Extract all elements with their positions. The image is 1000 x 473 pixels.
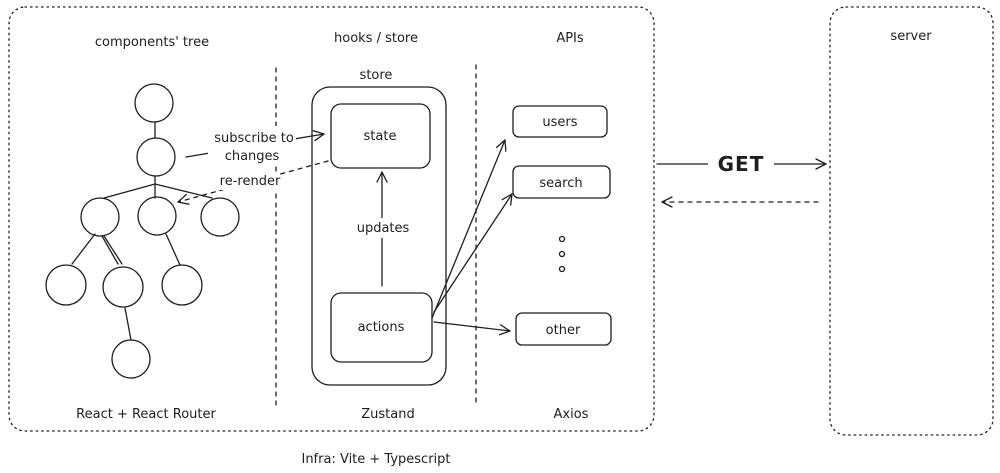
api-box-search (512, 165, 611, 199)
api-label-other: other (546, 323, 581, 338)
api-box-users (512, 105, 608, 138)
api-box-other (515, 312, 612, 346)
api-ellipsis (558, 235, 566, 273)
section-title-hooks-store: hooks / store (334, 31, 418, 46)
updates-label-bg (352, 218, 412, 238)
actions-box (330, 292, 433, 363)
subscribe-label-line1: subscribe to (214, 131, 294, 146)
tree-node-level1 (136, 137, 176, 177)
tree-node-level2-a (80, 197, 120, 237)
get-label: GET (718, 152, 765, 176)
api-label-search: search (539, 176, 582, 191)
tree-edges (71, 121, 213, 341)
footer-axios: Axios (554, 407, 589, 422)
section-title-apis: APIs (556, 31, 584, 46)
footer-infra: Infra: Vite + Typescript (301, 452, 450, 467)
state-label: state (364, 129, 397, 144)
footer-zustand: Zustand (361, 407, 414, 422)
store-box (311, 86, 447, 386)
section-title-server: server (890, 29, 932, 44)
updates-label: updates (357, 221, 410, 236)
rerender-label: re-render (220, 174, 281, 189)
get-label-bg (708, 150, 774, 178)
tree-node-level3-c (161, 264, 203, 306)
store-label: store (360, 68, 393, 83)
actions-label: actions (358, 320, 405, 335)
footer-react: React + React Router (76, 407, 216, 422)
subscribe-label-line2: changes (225, 149, 280, 164)
rerender-arrow (177, 160, 329, 205)
section-title-components-tree: components' tree (95, 35, 209, 50)
tree-node-root (134, 83, 174, 123)
action-api-arrows (431, 139, 513, 336)
tree-node-level2-b (137, 196, 177, 236)
tree-node-level3-b (102, 266, 144, 308)
rerender-label-bg (216, 172, 280, 190)
state-box (330, 103, 431, 169)
tree-node-level3-a (45, 264, 87, 306)
tree-node-level2-c (200, 197, 240, 237)
server-container (829, 6, 994, 436)
tree-node-level4 (111, 339, 151, 379)
frontend-container (8, 6, 655, 432)
subscribe-label-bg (208, 126, 296, 166)
component-tree (45, 83, 240, 379)
api-label-users: users (542, 115, 577, 130)
